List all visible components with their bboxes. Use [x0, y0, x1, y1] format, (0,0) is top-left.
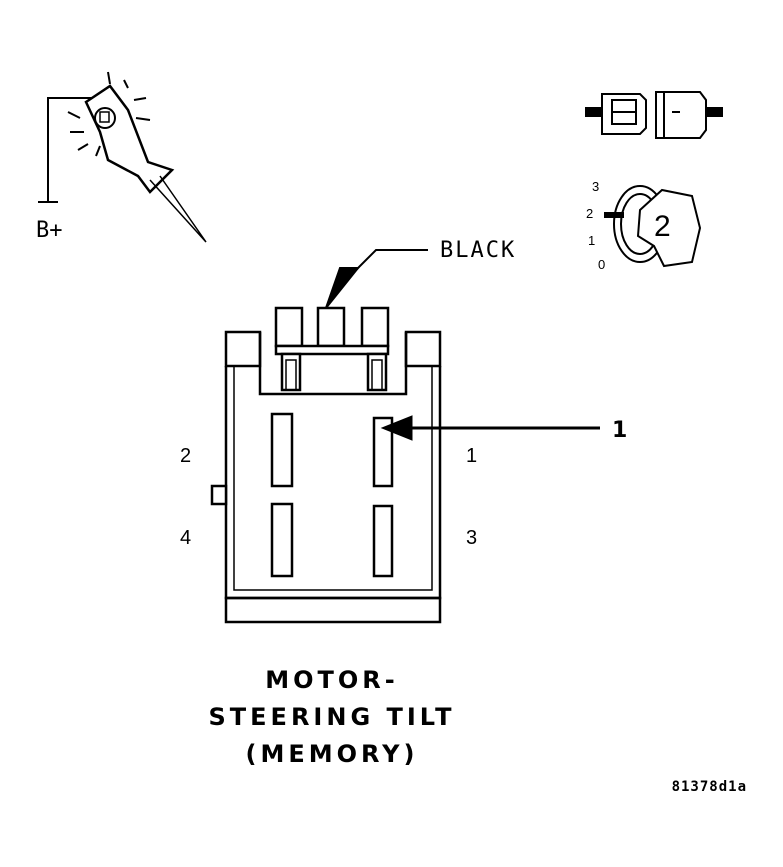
pin-label-1: 1	[466, 445, 478, 467]
terminal-slot-2	[270, 412, 294, 488]
terminal-slot-4	[270, 502, 294, 578]
pin-label-4: 4	[180, 527, 192, 549]
wire-color-label: BLACK	[440, 238, 517, 263]
ignition-pos-3: 3	[592, 179, 600, 194]
terminal-slot-3	[372, 504, 394, 578]
pin-label-3: 3	[466, 527, 478, 549]
wire-color-leader	[325, 249, 428, 309]
ignition-pos-1: 1	[588, 233, 596, 248]
connector-body	[210, 306, 442, 624]
test-light-icon	[38, 71, 207, 243]
pin-label-2: 2	[180, 445, 192, 467]
callout-number: 1	[612, 418, 628, 443]
terminal-slot-1	[372, 416, 394, 488]
power-label: B+	[36, 218, 63, 243]
figure-code: 81378d1a	[671, 779, 747, 795]
callout-arrow	[380, 415, 600, 441]
connector-disconnect-icon	[585, 91, 723, 139]
ignition-pos-2: 2	[586, 206, 594, 221]
ignition-key-icon	[604, 185, 702, 268]
title-line-2: STEERING TILT	[208, 703, 456, 731]
title-line-3: (MEMORY)	[245, 740, 419, 768]
title-line-1: MOTOR-	[265, 666, 399, 694]
ignition-key-number: 2	[654, 210, 671, 243]
ignition-pos-0: 0	[598, 257, 606, 272]
